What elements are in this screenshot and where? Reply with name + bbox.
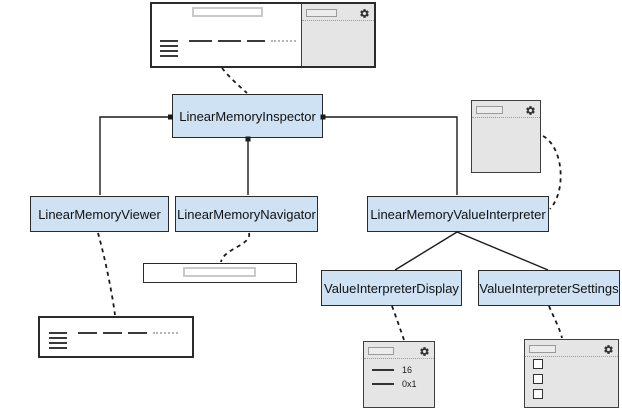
value-line-glyph <box>372 383 394 385</box>
window-input-mockup <box>529 345 556 353</box>
memory-bytes-row-mockup <box>78 332 178 334</box>
address-input-mockup <box>192 7 263 17</box>
gear-icon <box>359 8 370 19</box>
navigator-input-mockup <box>183 267 256 277</box>
memory-viewer-pane-mockup <box>152 4 302 66</box>
gear-icon <box>603 344 614 355</box>
settings-window-mockup <box>524 339 619 408</box>
value-interpreter-pane-mockup <box>301 4 374 66</box>
node-linear-memory-value-interpreter: LinearMemoryValueInterpreter <box>367 196 549 232</box>
node-label: LinearMemoryViewer <box>38 206 161 222</box>
display-value: 16 <box>402 365 413 375</box>
memory-bytes-row-mockup <box>189 40 296 42</box>
checkbox-square-icon <box>533 359 543 369</box>
node-value-interpreter-settings: ValueInterpreterSettings <box>478 270 620 306</box>
node-linear-memory-viewer: LinearMemoryViewer <box>30 196 169 232</box>
node-linear-memory-inspector: LinearMemoryInspector <box>172 94 323 138</box>
hamburger-lines-icon <box>49 332 67 349</box>
display-window-mockup: 16 0x1 <box>363 341 435 408</box>
gear-icon <box>525 105 536 116</box>
settings-checkbox-list <box>533 359 543 404</box>
node-linear-memory-navigator: LinearMemoryNavigator <box>175 196 318 232</box>
checkbox-square-icon <box>533 374 543 384</box>
node-label: ValueInterpreterSettings <box>479 280 619 296</box>
inspector-ui-mockup <box>150 2 376 68</box>
node-value-interpreter-display: ValueInterpreterDisplay <box>321 270 462 306</box>
gear-icon <box>419 346 430 357</box>
node-label: LinearMemoryValueInterpreter <box>370 206 546 222</box>
window-input-mockup <box>368 347 394 355</box>
value-line-glyph <box>372 369 394 371</box>
window-input-mockup <box>476 106 503 114</box>
interpreter-window-mockup <box>471 100 541 173</box>
node-label: LinearMemoryNavigator <box>177 206 316 222</box>
checkbox-square-icon <box>533 389 543 399</box>
display-value: 0x1 <box>402 379 417 389</box>
interpreter-input-mockup <box>306 9 338 17</box>
node-label: ValueInterpreterDisplay <box>324 280 459 296</box>
display-value-row: 16 <box>372 363 417 377</box>
viewer-mockup <box>38 316 194 358</box>
node-label: LinearMemoryInspector <box>179 108 316 124</box>
navigator-bar-mockup <box>143 263 297 283</box>
hamburger-lines-icon <box>160 40 178 57</box>
display-value-row: 0x1 <box>372 377 417 391</box>
